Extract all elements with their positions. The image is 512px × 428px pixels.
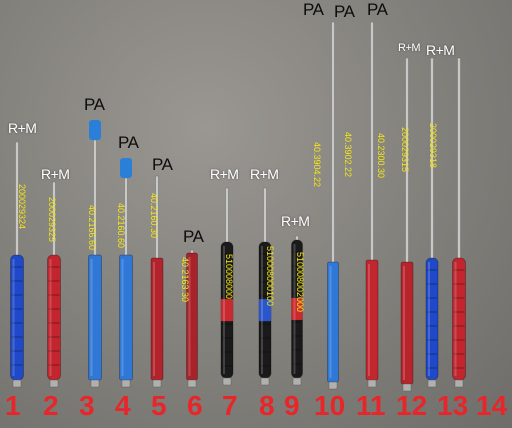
part-number-6: 40.2163.30 bbox=[180, 257, 190, 303]
part-number-7: 510008000 bbox=[224, 254, 234, 300]
lance-fitting-12 bbox=[402, 383, 412, 392]
lance-handle-1 bbox=[10, 254, 24, 381]
lance-number-1: 1 bbox=[5, 390, 21, 421]
brand-label-6: PA bbox=[183, 227, 204, 246]
lance-handle-5 bbox=[150, 257, 164, 381]
lance-number-10: 10 bbox=[314, 390, 346, 421]
lance-highlight-13 bbox=[428, 262, 430, 376]
part-number-12: 40.2300.30 bbox=[376, 133, 386, 179]
lance-fitting-3 bbox=[90, 379, 100, 388]
lance-fitting-7 bbox=[222, 377, 232, 386]
part-number-8: 510008000100 bbox=[265, 246, 275, 307]
brand-label-14: R+M bbox=[426, 42, 455, 58]
lance-number-2: 2 bbox=[43, 390, 59, 421]
brand-label-11: PA bbox=[334, 2, 355, 21]
part-number-4: 40.2160.60 bbox=[116, 203, 126, 249]
brand-label-10: PA bbox=[303, 0, 324, 19]
lance-highlight-2 bbox=[49, 259, 52, 376]
lance-fitting-8 bbox=[260, 377, 270, 386]
lance-band-9 bbox=[291, 297, 303, 320]
lance-highlight-1 bbox=[12, 259, 15, 376]
lance-fitting-11 bbox=[367, 379, 377, 388]
lance-number-12: 12 bbox=[396, 390, 428, 421]
lance-highlight-3 bbox=[90, 259, 93, 376]
lance-fitting-14 bbox=[454, 379, 464, 388]
lance-highlight-14 bbox=[454, 262, 457, 376]
lance-handle-2 bbox=[47, 254, 61, 381]
part-number-3: 40.2166.60 bbox=[87, 205, 97, 251]
brand-label-1: R+M bbox=[8, 120, 37, 136]
part-number-9: 510008002000 bbox=[295, 252, 305, 313]
lance-handle-14 bbox=[452, 257, 466, 381]
lance-rod-10 bbox=[331, 21, 335, 265]
lance-fitting-4 bbox=[121, 379, 131, 388]
lance-fitting-10 bbox=[328, 381, 338, 390]
lance-highlight-6 bbox=[188, 257, 191, 376]
lance-fitting-1 bbox=[12, 379, 22, 388]
part-number-2: 200029325 bbox=[47, 197, 57, 243]
lance-number-13: 13 bbox=[437, 390, 469, 421]
lance-number-7: 7 bbox=[222, 390, 238, 421]
lance-number-14: 14 bbox=[476, 390, 508, 421]
brand-label-13: R+M bbox=[398, 42, 421, 54]
lance-number-9: 9 bbox=[284, 390, 300, 421]
brand-label-3: PA bbox=[84, 95, 105, 114]
lance-number-3: 3 bbox=[79, 390, 95, 421]
brand-label-12: PA bbox=[367, 0, 388, 19]
brand-label-5: PA bbox=[152, 155, 173, 174]
lance-highlight-11 bbox=[368, 264, 370, 376]
lance-handle-10 bbox=[327, 261, 339, 383]
lance-highlight-8 bbox=[261, 246, 263, 374]
brand-label-2: R+M bbox=[41, 166, 70, 182]
lance-highlight-4 bbox=[121, 259, 124, 376]
lance-number-5: 5 bbox=[151, 390, 167, 421]
part-number-1: 200029324 bbox=[17, 184, 27, 230]
lance-rod-8 bbox=[263, 187, 267, 245]
lance-handle-12 bbox=[400, 261, 414, 385]
brand-label-8: R+M bbox=[250, 166, 279, 182]
lance-handle-3 bbox=[88, 254, 102, 381]
lance-rod-7 bbox=[225, 187, 229, 245]
lance-fitting-6 bbox=[187, 379, 197, 388]
lance-fitting-13 bbox=[427, 379, 437, 388]
lance-fitting-9 bbox=[292, 377, 302, 386]
brand-label-9: R+M bbox=[281, 213, 310, 229]
lance-number-6: 6 bbox=[187, 390, 203, 421]
lance-handle-11 bbox=[365, 259, 379, 381]
lance-highlight-12 bbox=[403, 266, 405, 380]
part-number-5: 40.2160.30 bbox=[149, 193, 159, 239]
lance-rod-14 bbox=[457, 57, 461, 261]
lance-fitting-5 bbox=[152, 379, 162, 388]
lance-tip-4 bbox=[120, 158, 132, 178]
brand-label-4: PA bbox=[118, 133, 139, 152]
lance-band-7 bbox=[221, 299, 233, 322]
lance-band-8 bbox=[259, 299, 271, 322]
part-number-10: 40.3904.22 bbox=[312, 142, 322, 188]
lance-handle-4 bbox=[119, 254, 133, 381]
lance-tip-3 bbox=[89, 120, 101, 140]
lance-highlight-10 bbox=[329, 266, 332, 378]
lance-number-11: 11 bbox=[356, 390, 386, 421]
lance-number-4: 4 bbox=[115, 390, 131, 421]
lance-highlight-9 bbox=[293, 244, 296, 374]
part-number-11: 40.3902.22 bbox=[343, 132, 353, 178]
lance-fitting-2 bbox=[49, 379, 59, 388]
part-number-14: 200029318 bbox=[428, 123, 438, 169]
lance-handle-13 bbox=[425, 257, 439, 381]
part-number-13: 200029315 bbox=[400, 127, 410, 173]
lance-highlight-5 bbox=[153, 262, 155, 376]
lance-rod-11 bbox=[370, 21, 374, 263]
brand-label-7: R+M bbox=[210, 166, 239, 182]
lance-number-8: 8 bbox=[259, 390, 275, 421]
lance-highlight-7 bbox=[223, 246, 225, 374]
